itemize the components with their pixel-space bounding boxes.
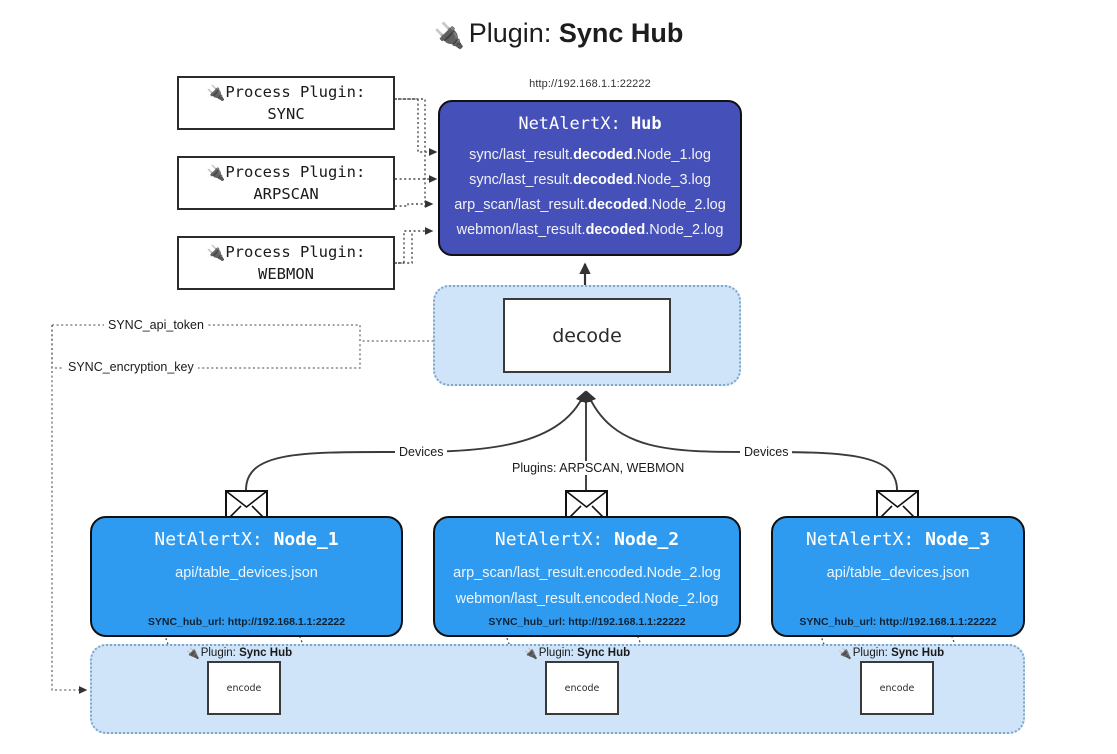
node-box-node-2[interactable]: NetAlertX: Node_2 arp_scan/last_result.e… xyxy=(433,516,741,637)
plug-icon: 🔌 xyxy=(206,163,226,182)
plug-icon: 🔌 xyxy=(206,83,226,102)
node-line: webmon/last_result.encoded.Node_2.log xyxy=(455,591,719,607)
sync-api-token-label: SYNC_api_token xyxy=(104,318,208,332)
node-hub-url-footer: SYNC_hub_url: http://192.168.1.1:22222 xyxy=(799,616,997,628)
process-plugin-box-sync[interactable]: 🔌Process Plugin: SYNC xyxy=(177,76,395,130)
hub-log-row: sync/last_result.decoded.Node_1.log xyxy=(469,147,711,163)
node-line-list: api/table_devices.json xyxy=(92,560,401,586)
plugin-tag-sync-hub: 🔌Plugin: Sync Hub xyxy=(838,647,945,660)
plugin-tag-sync-hub: 🔌Plugin: Sync Hub xyxy=(186,647,293,660)
edge-label-devices-right: Devices xyxy=(740,445,793,459)
hub-node-box[interactable]: NetAlertX: Hub sync/last_result.decoded.… xyxy=(438,100,742,256)
hub-url-label: http://192.168.1.1:22222 xyxy=(529,78,651,90)
hub-log-list: sync/last_result.decoded.Node_1.log sync… xyxy=(440,143,740,243)
hub-log-row: arp_scan/last_result.decoded.Node_2.log xyxy=(454,197,726,213)
process-plugin-name: ARPSCAN xyxy=(253,184,319,203)
node-line: arp_scan/last_result.encoded.Node_2.log xyxy=(453,565,721,581)
encode-box[interactable]: encode xyxy=(860,661,934,715)
node-box-node-3[interactable]: NetAlertX: Node_3 api/table_devices.json… xyxy=(771,516,1025,637)
node-hub-url-footer: SYNC_hub_url: http://192.168.1.1:22222 xyxy=(147,616,346,628)
node-line: api/table_devices.json xyxy=(175,565,318,581)
process-plugin-label: 🔌Process Plugin: xyxy=(206,242,366,262)
process-plugin-name: SYNC xyxy=(267,104,305,123)
plug-icon: 🔌 xyxy=(524,648,538,660)
node-title: NetAlertX: Node_1 xyxy=(154,529,339,550)
plug-icon: 🔌 xyxy=(433,22,465,50)
process-plugin-name: WEBMON xyxy=(258,264,314,283)
decode-box[interactable]: decode xyxy=(503,298,671,373)
process-plugin-label: 🔌Process Plugin: xyxy=(206,82,366,102)
sync-encryption-key-label: SYNC_encryption_key xyxy=(64,360,198,374)
plug-icon: 🔌 xyxy=(186,648,200,660)
encode-box[interactable]: encode xyxy=(207,661,281,715)
process-plugin-box-arpscan[interactable]: 🔌Process Plugin: ARPSCAN xyxy=(177,156,395,210)
hub-log-row: webmon/last_result.decoded.Node_2.log xyxy=(456,222,724,238)
node-hub-url-footer: SYNC_hub_url: http://192.168.1.1:22222 xyxy=(488,616,686,628)
page-title-prefix: Plugin: xyxy=(468,18,552,48)
hub-log-row: sync/last_result.decoded.Node_3.log xyxy=(469,172,711,188)
process-plugin-box-webmon[interactable]: 🔌Process Plugin: WEBMON xyxy=(177,236,395,290)
node-box-node-1[interactable]: NetAlertX: Node_1 api/table_devices.json… xyxy=(90,516,403,637)
edge-label-plugins: Plugins: ARPSCAN, WEBMON xyxy=(508,461,689,475)
process-plugin-label: 🔌Process Plugin: xyxy=(206,162,366,182)
node-title: NetAlertX: Node_3 xyxy=(805,529,991,550)
plugin-tag-sync-hub: 🔌Plugin: Sync Hub xyxy=(524,647,631,660)
plug-icon: 🔌 xyxy=(206,243,226,262)
node-line: api/table_devices.json xyxy=(826,565,970,581)
hub-title: NetAlertX: Hub xyxy=(518,114,662,134)
page-title-name: Sync Hub xyxy=(558,18,684,48)
encode-box[interactable]: encode xyxy=(545,661,619,715)
node-line-list: arp_scan/last_result.encoded.Node_2.log … xyxy=(435,560,739,612)
node-line-list: api/table_devices.json xyxy=(773,560,1023,586)
node-title: NetAlertX: Node_2 xyxy=(494,529,680,550)
plug-icon: 🔌 xyxy=(838,648,852,660)
edge-label-devices-left: Devices xyxy=(395,445,448,459)
page-title: 🔌Plugin: Sync Hub xyxy=(0,16,1117,53)
